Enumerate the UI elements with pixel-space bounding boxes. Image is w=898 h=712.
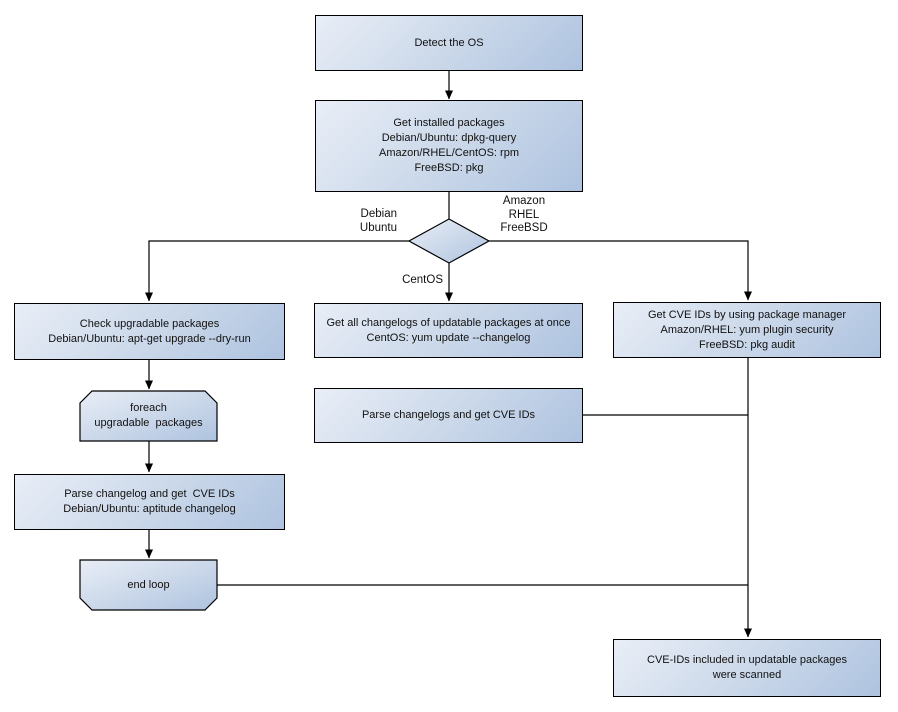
node-foreach-upgradable-packages: foreach upgradable packages [94, 402, 203, 429]
node-get-all-changelogs: Get all changelogs of updatable packages… [314, 303, 583, 358]
node-get-cve-ids-right: Get CVE IDs by using package manager Ama… [613, 302, 881, 358]
edge-label-centos: CentOS [402, 274, 443, 286]
end-loop-shape [79, 559, 218, 611]
foreach-loop-shape [79, 390, 218, 442]
node-parse-changelog-left: Parse changelog and get CVE IDs Debian/U… [14, 474, 285, 530]
node-end-loop: end loop [127, 578, 170, 591]
os-decision-diamond [407, 218, 491, 264]
node-get-installed-packages: Get installed packages Debian/Ubuntu: dp… [315, 100, 583, 192]
edge-label-amazon-rhel-freebsd: Amazon RHEL FreeBSD [500, 195, 548, 234]
node-parse-changelogs-mid: Parse changelogs and get CVE IDs [314, 388, 583, 443]
node-check-upgradable-packages: Check upgradable packages Debian/Ubuntu:… [14, 303, 285, 360]
edge-decision-to-get-cve-ids [489, 240, 752, 301]
edge-label-debian-ubuntu: Debian Ubuntu [359, 208, 397, 234]
edge-decision-to-check-upgradable [145, 240, 409, 302]
node-result-scanned: CVE-IDs included in updatable packages w… [613, 639, 881, 697]
node-detect-os: Detect the OS [315, 15, 583, 71]
